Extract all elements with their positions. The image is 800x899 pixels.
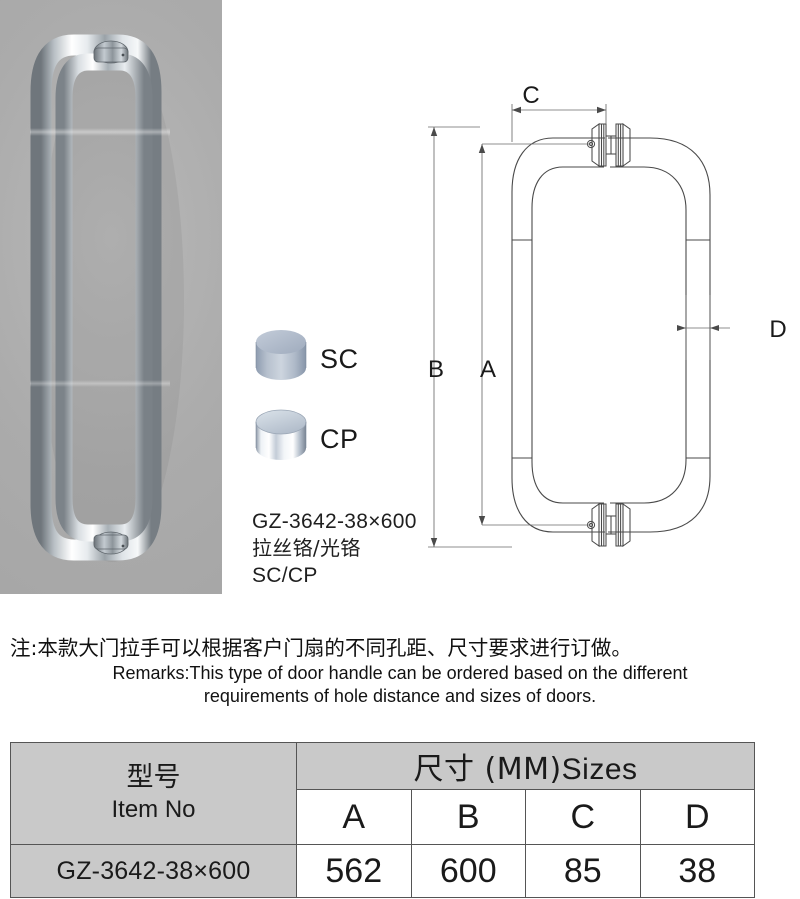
remarks-english-line1: Remarks:This type of door handle can be … [112,663,688,683]
technical-drawing: C B A D [420,80,800,600]
cp-swatch-icon [255,409,307,460]
remarks-english: Remarks:This type of door handle can be … [0,662,800,708]
finish-label-cp: CP [320,424,359,454]
door-handle-photo-graphic [30,34,184,562]
cell-value-a: 562 [296,844,412,898]
header-item-no-en: Item No [111,796,196,824]
caption-model-code: GZ-3642-38×600 [252,510,417,533]
cell-value-c: 85 [525,844,641,898]
cell-value-b: 600 [410,844,526,898]
remarks-english-line2: requirements of hole distance and sizes … [203,686,597,706]
caption-finish-code: SC/CP [252,564,318,587]
header-cell-item-no: 型号 Item No [10,742,297,845]
header-cell-dim-d: D [639,789,755,845]
header-cell-sizes: 尺寸 (MM)Sizes [296,742,755,790]
dimension-label-a: A [480,356,496,383]
specification-table-wrap: 型号 Item No 尺寸 (MM)Sizes A B C D GZ-3642-… [10,742,755,898]
remarks-block: 注:本款大门拉手可以根据客户门扇的不同孔距、尺寸要求进行订做。 Remarks:… [0,636,800,708]
header-cell-dim-c: C [525,789,641,845]
caption-finish-cn: 拉丝铬/光铬 [252,536,361,560]
finish-label-sc: SC [320,344,359,374]
header-sizes-en: Sizes [561,753,638,786]
cell-value-d: 38 [639,844,755,898]
product-photo [0,0,222,594]
dimension-label-c: C [522,82,539,109]
header-cell-dim-b: B [410,789,526,845]
dimension-label-b: B [428,356,444,383]
product-caption: GZ-3642-38×600 拉丝铬/光铬 SC/CP [252,508,417,589]
table-header-row-1: 型号 Item No 尺寸 (MM)Sizes [10,742,755,845]
table-header-row-2: A B C D [11,789,755,845]
handle-dimension-drawing: C B A D [428,82,787,548]
header-item-no-cn: 型号 [126,762,181,794]
sc-swatch-icon [255,330,307,380]
header-sizes-cn: 尺寸 (MM) [413,752,562,787]
cell-model: GZ-3642-38×600 [10,844,297,898]
specification-table: 型号 Item No 尺寸 (MM)Sizes A B C D GZ-3642-… [10,742,755,898]
dimension-label-d: D [769,316,786,343]
header-cell-dim-a: A [296,789,412,845]
remarks-chinese: 注:本款大门拉手可以根据客户门扇的不同孔距、尺寸要求进行订做。 [10,636,632,660]
table-row: GZ-3642-38×600 562 600 85 38 [10,844,755,898]
